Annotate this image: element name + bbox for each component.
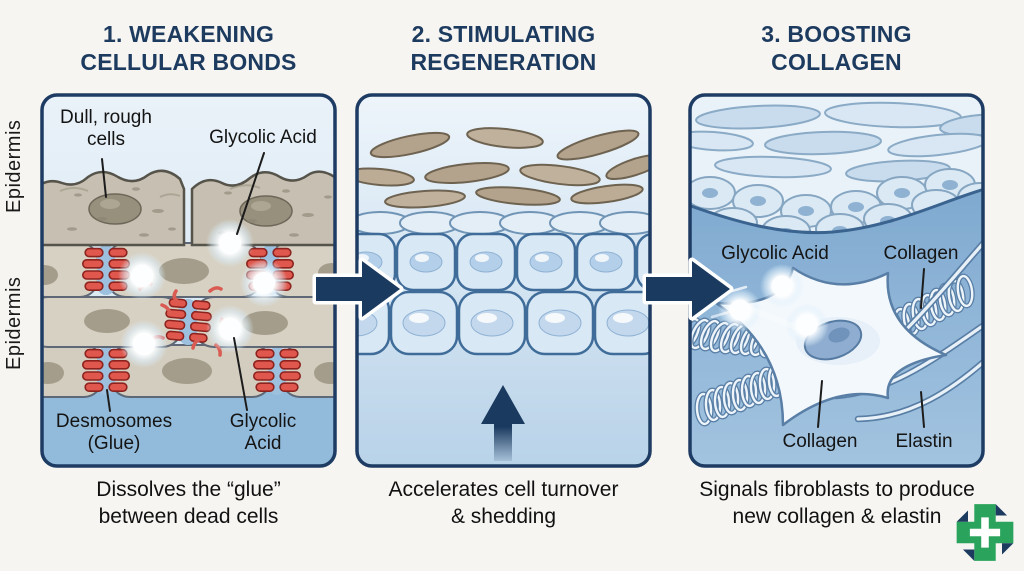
step-arrow-1-icon [312,257,404,321]
epidermis-label-lower: Epidermis [3,276,25,370]
label-collagen-bottom: Collagen [782,431,858,452]
step1-caption: Dissolves the “glue” between dead cells [96,478,281,528]
step3-title-line2: COLLAGEN [771,49,902,75]
label-glycolic-acid-bottom: Glycolic Acid [229,411,297,454]
fibroblast-cell [714,266,948,427]
panel-weakening-cellular-bonds: Dull, rough cells Glycolic Acid Desmosom… [40,93,337,468]
label-glycolic-acid: Glycolic Acid [721,243,829,264]
panel-boosting-collagen: Glycolic Acid Collagen Collagen Elastin [688,93,985,468]
step1-title-line2: CELLULAR BONDS [80,49,297,75]
epidermis-label-upper: Epidermis [3,119,25,213]
panel3-illustration [688,93,985,468]
step2-title-line1: 2. STIMULATING [411,21,596,47]
surface-cell-layers [690,101,983,183]
step3-caption: Signals fibroblasts to produce new colla… [699,478,975,528]
flattening-cell-band [357,211,650,235]
label-desmosomes: Desmosomes (Glue) [55,411,173,454]
label-elastin: Elastin [895,431,953,452]
medical-cross-logo [956,504,1014,561]
shedding-dead-cell-flakes [357,127,650,209]
step3-title-line1: 3. BOOSTING [761,21,912,47]
leader-lines [817,268,925,428]
step2-title: 2. STIMULATING REGENERATION [355,20,652,76]
step2-caption: Accelerates cell turnover & shedding [388,478,619,528]
leader-lines [101,152,265,412]
step2-title-line2: REGENERATION [410,49,597,75]
step-arrow-2-icon [642,257,734,321]
label-glycolic-acid-top: Glycolic Acid [209,127,317,148]
label-dull-rough-cells: Dull, rough cells [60,107,152,150]
label-collagen-top: Collagen [883,243,959,264]
step1-title: 1. WEAKENING CELLULAR BONDS [40,20,337,76]
step3-title: 3. BOOSTING COLLAGEN [688,20,985,76]
cell-turnover-up-arrow-icon [481,385,525,461]
step1-title-line1: 1. WEAKENING [102,21,275,47]
